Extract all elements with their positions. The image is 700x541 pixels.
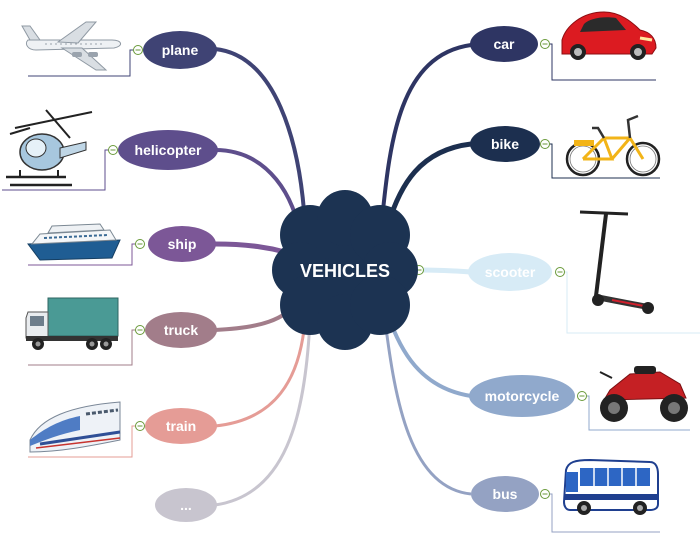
connector-bike <box>385 141 472 226</box>
central-topic[interactable]: VEHICLES <box>272 190 418 350</box>
connector-bus <box>383 319 472 496</box>
node-scooter-shape <box>468 253 552 291</box>
node-more-label: ... <box>180 497 192 513</box>
node-train[interactable]: train <box>145 408 217 444</box>
node-train-shape <box>145 408 217 444</box>
collapse-toggle-train[interactable] <box>135 421 145 431</box>
connector-motorcycle <box>386 314 472 398</box>
truck-icon <box>25 297 119 350</box>
node-plane-label: plane <box>162 42 199 58</box>
bus-icon <box>562 458 659 515</box>
collapse-toggle-helicopter[interactable] <box>108 145 118 155</box>
helicopter-icon <box>6 109 93 187</box>
collapse-toggles[interactable] <box>108 39 587 499</box>
connector-more <box>214 319 312 507</box>
collapse-toggle-ship[interactable] <box>135 239 145 249</box>
node-train-label: train <box>166 418 196 434</box>
connector-ship <box>214 241 286 255</box>
connector-plane <box>214 47 307 226</box>
node-helicopter-shape <box>118 130 218 170</box>
central-topic-label: VEHICLES <box>300 261 390 281</box>
collapse-toggle-bus[interactable] <box>540 489 550 499</box>
collapse-toggle-truck[interactable] <box>135 325 145 335</box>
node-bus-shape <box>471 476 539 512</box>
node-truck-label: truck <box>164 322 198 338</box>
collapse-toggle-car[interactable] <box>540 39 550 49</box>
node-more[interactable]: ... <box>155 488 217 522</box>
car-icon <box>561 11 657 60</box>
ship-icon <box>27 223 121 261</box>
plane-icon <box>21 21 121 71</box>
node-bike-shape <box>470 126 540 162</box>
node-plane-shape <box>143 31 217 69</box>
node-car[interactable]: car <box>470 26 538 62</box>
train-icon <box>29 401 121 453</box>
node-truck-shape <box>145 312 217 348</box>
connector-car <box>380 43 472 221</box>
atv-icon <box>599 366 688 422</box>
collapse-toggle-plane[interactable] <box>133 45 143 55</box>
node-scooter-label: scooter <box>485 264 536 280</box>
node-bus[interactable]: bus <box>471 476 539 512</box>
node-truck[interactable]: truck <box>145 312 217 348</box>
cloud-shape <box>272 190 418 350</box>
node-car-shape <box>470 26 538 62</box>
collapse-toggle-bike[interactable] <box>540 139 550 149</box>
node-ship[interactable]: ship <box>148 226 216 262</box>
scooter-icon <box>579 210 654 314</box>
collapse-toggle-motorcycle[interactable] <box>577 391 587 401</box>
bike-icon <box>565 114 661 177</box>
node-ship-label: ship <box>168 236 197 252</box>
node-ship-shape <box>148 226 216 262</box>
node-bike-label: bike <box>491 136 519 152</box>
connector-train <box>214 319 307 428</box>
node-helicopter[interactable]: helicopter <box>118 130 218 170</box>
node-motorcycle-shape <box>469 375 575 417</box>
node-plane[interactable]: plane <box>143 31 217 69</box>
node-bike[interactable]: bike <box>470 126 540 162</box>
node-car-label: car <box>493 36 515 52</box>
node-more-shape <box>155 488 217 522</box>
node-bus-label: bus <box>493 486 518 502</box>
node-scooter[interactable]: scooter <box>468 253 552 291</box>
collapse-toggle-scooter[interactable] <box>555 267 565 277</box>
node-motorcycle-label: motorcycle <box>485 388 560 404</box>
node-motorcycle[interactable]: motorcycle <box>469 375 575 417</box>
node-helicopter-label: helicopter <box>135 142 202 158</box>
